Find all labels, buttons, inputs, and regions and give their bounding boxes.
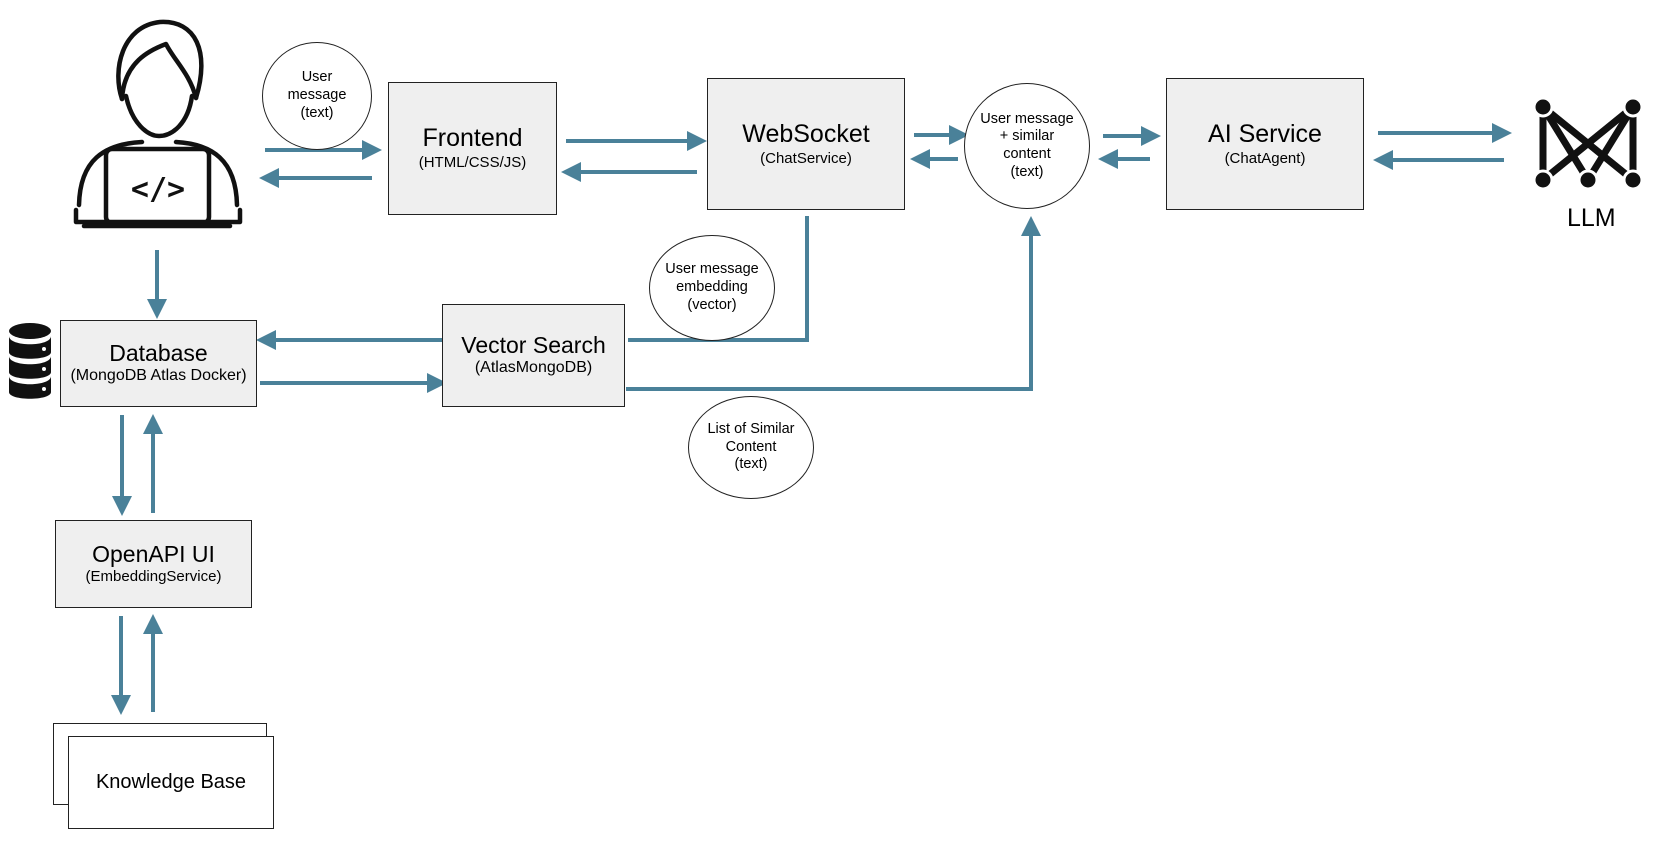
bubble-embedding: User message embedding (vector) (649, 235, 775, 341)
vector-search-box: Vector Search (AtlasMongoDB) (442, 304, 625, 407)
arrow-websocket-to-vector-search (628, 216, 809, 342)
ai-service-title: AI Service (1208, 119, 1322, 148)
vector-search-subtitle: (AtlasMongoDB) (474, 359, 593, 377)
knowledge-base-box: Knowledge Base (68, 736, 274, 829)
frontend-title: Frontend (422, 124, 523, 153)
database-title: Database (109, 339, 208, 366)
websocket-title: WebSocket (742, 119, 870, 148)
bubble-embedding-text: User message embedding (vector) (665, 261, 759, 313)
openapi-box: OpenAPI UI (EmbeddingService) (55, 520, 252, 608)
bubble-similar-content: List of Similar Content (text) (688, 396, 814, 499)
database-subtitle: (MongoDB Atlas Docker) (70, 367, 247, 385)
frontend-box: Frontend (HTML/CSS/JS) (388, 82, 557, 215)
bubble-similar-content-text: List of Similar Content (text) (707, 420, 795, 473)
frontend-subtitle: (HTML/CSS/JS) (418, 154, 527, 172)
websocket-subtitle: (ChatService) (760, 149, 852, 167)
openapi-subtitle: (EmbeddingService) (85, 568, 222, 586)
openapi-title: OpenAPI UI (92, 541, 215, 568)
knowledge-base-title: Knowledge Base (95, 771, 247, 793)
vector-search-title: Vector Search (461, 331, 606, 358)
websocket-box: WebSocket (ChatService) (707, 78, 905, 210)
bubble-user-message: User message (text) (262, 42, 372, 150)
database-box: Database (MongoDB Atlas Docker) (60, 320, 257, 407)
llm-label: LLM (1567, 204, 1616, 232)
bubble-user-message-text: User message (text) (287, 69, 347, 121)
bubble-combined-content-text: User message + similar content (text) (980, 110, 1074, 180)
ai-service-subtitle: (ChatAgent) (1224, 149, 1306, 167)
ai-service-box: AI Service (ChatAgent) (1166, 78, 1364, 210)
bubble-combined-content: User message + similar content (text) (964, 83, 1090, 209)
arrow-vector-to-combined (626, 216, 1041, 391)
